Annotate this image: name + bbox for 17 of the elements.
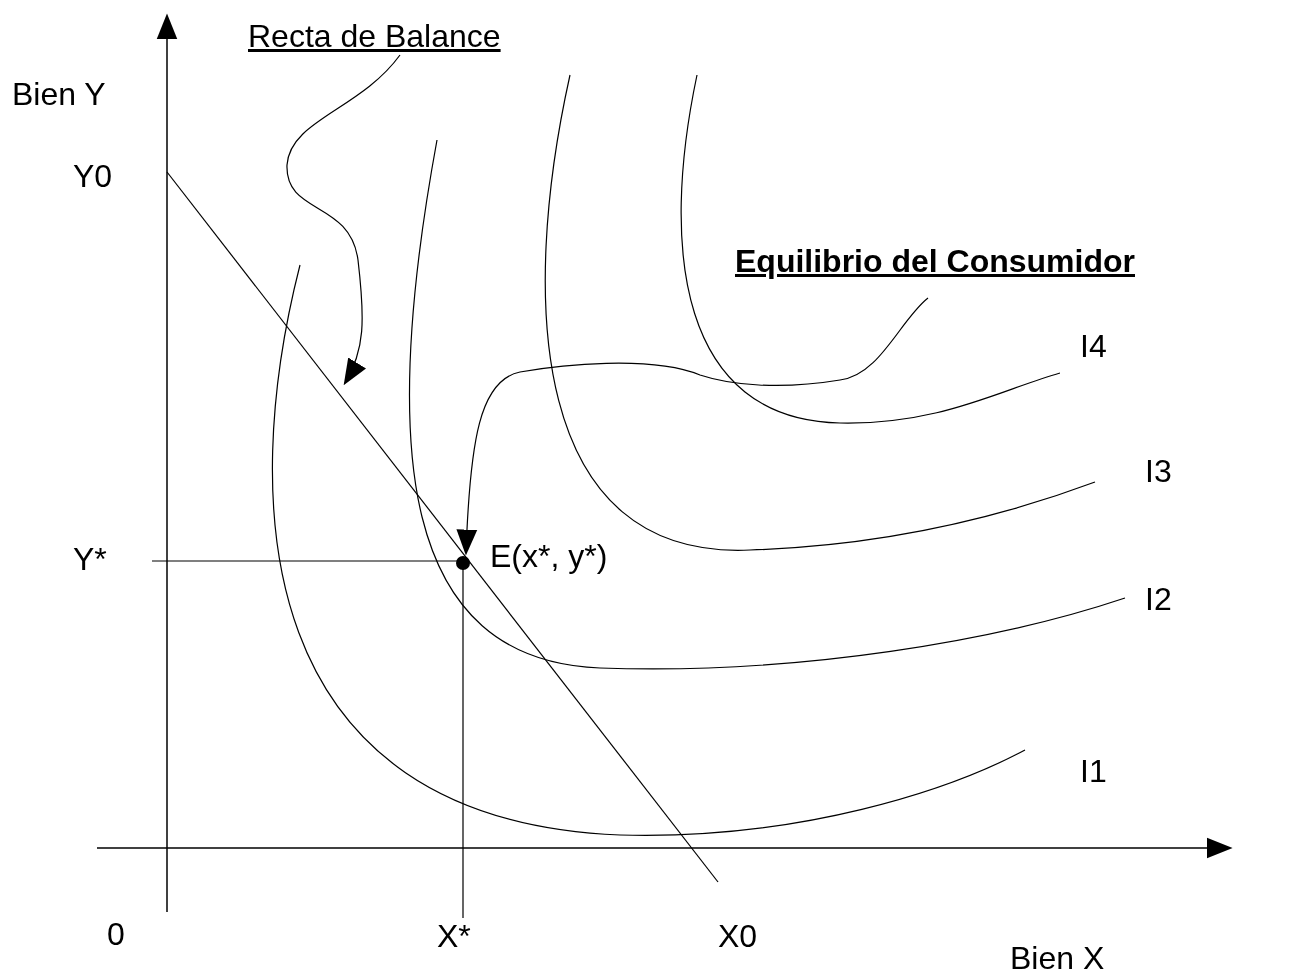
leader-line xyxy=(456,297,929,556)
axis-value: X* xyxy=(437,920,471,952)
curve-label: I1 xyxy=(1080,755,1107,787)
curve-label: I4 xyxy=(1080,330,1107,362)
leader-line xyxy=(286,54,401,386)
axis-title: Bien X xyxy=(1010,942,1105,974)
axis-value: 0 xyxy=(107,918,125,950)
leader-label: Recta de Balance xyxy=(248,20,501,52)
leader-label: Equilibrio del Consumidor xyxy=(735,245,1135,277)
axis-title: Bien Y xyxy=(12,78,106,110)
axis-value: Y0 xyxy=(73,160,113,192)
curve-label: I3 xyxy=(1145,455,1172,487)
point-label: E(x*, y*) xyxy=(490,540,608,572)
budget-line xyxy=(166,171,719,883)
axis-value: X0 xyxy=(718,920,758,952)
curve-label: I2 xyxy=(1145,583,1172,615)
axis-value: Y* xyxy=(73,543,107,575)
